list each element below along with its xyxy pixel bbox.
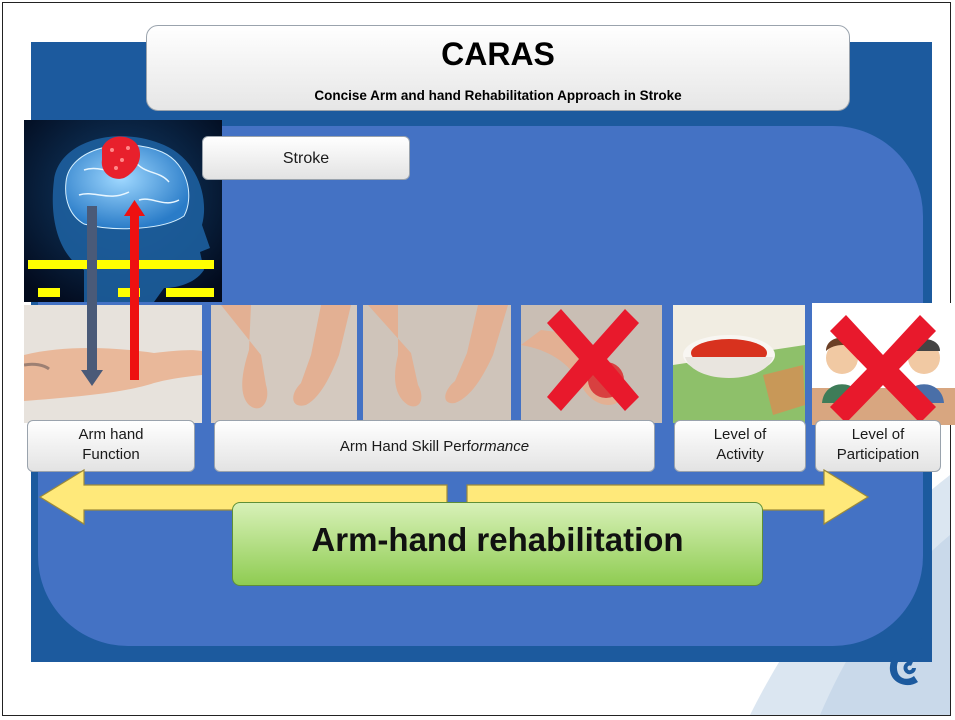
rehabilitation-label: Arm-hand rehabilitation bbox=[233, 521, 762, 559]
logo-icon bbox=[886, 638, 926, 690]
rehabilitation-box: Arm-hand rehabilitation bbox=[232, 502, 763, 586]
